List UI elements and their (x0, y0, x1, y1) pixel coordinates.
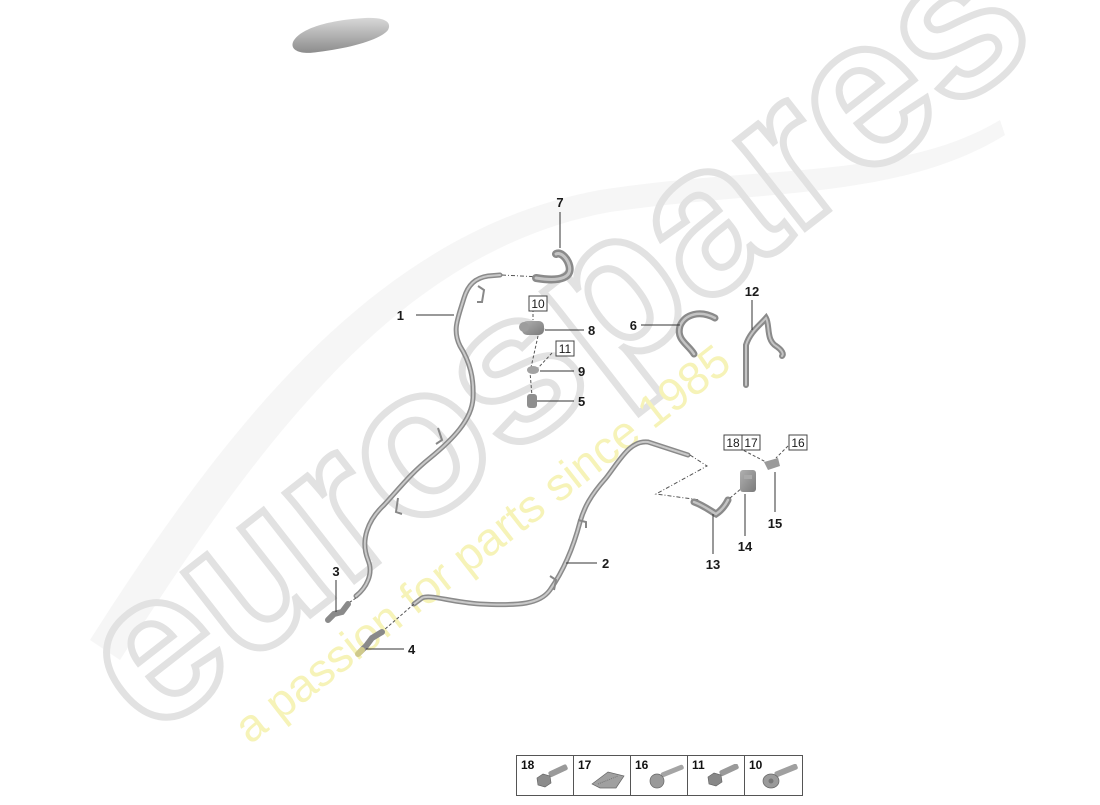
part-15-bracket[interactable] (764, 458, 780, 470)
torx-bolt-icon (762, 764, 798, 789)
legend-number: 16 (635, 758, 649, 772)
connector-line (501, 274, 541, 278)
connector-line (537, 352, 553, 369)
connector-line (383, 603, 415, 631)
callout-13[interactable]: 13 (706, 557, 720, 572)
callout-8[interactable]: 8 (588, 323, 595, 338)
legend-number: 11 (692, 758, 705, 772)
legend-cell-17[interactable]: 17 (574, 756, 631, 795)
callout-7[interactable]: 7 (556, 195, 563, 210)
watermark-brand-text: eurospares (33, 0, 1070, 775)
part-2-coolant-pipe[interactable] (411, 439, 691, 608)
legend-cell-16[interactable]: 16 (631, 756, 688, 795)
part-7-hose[interactable] (532, 249, 574, 284)
self-tapping-screw-icon (649, 764, 684, 789)
callout-4[interactable]: 4 (408, 642, 416, 657)
part-6-hose[interactable] (675, 310, 719, 358)
clip-nut-icon (591, 771, 625, 789)
boxed-references: 10 11 18 17 16 (528, 295, 808, 451)
part-4-hose[interactable] (355, 629, 385, 657)
callout-labels: 1 2 3 4 5 6 7 8 9 12 13 14 15 (332, 195, 782, 657)
leader-lines (335, 212, 776, 650)
callout-15[interactable]: 15 (768, 516, 782, 531)
part-1-coolant-pipe[interactable] (353, 272, 503, 599)
connector-line (775, 445, 789, 459)
legend-cell-11[interactable]: 11 (688, 756, 745, 795)
part-14-valve[interactable] (740, 470, 756, 492)
callout-9[interactable]: 9 (578, 364, 585, 379)
legend-number: 17 (578, 758, 592, 772)
watermark-brand: eurospares (30, 0, 1074, 779)
callout-1[interactable]: 1 (397, 308, 404, 323)
boxed-ref-10[interactable]: 10 (531, 297, 545, 311)
part-8-valve[interactable] (519, 321, 544, 335)
callout-14[interactable]: 14 (738, 539, 753, 554)
hex-flange-bolt-icon (536, 764, 568, 788)
callout-5[interactable]: 5 (578, 394, 585, 409)
boxed-ref-11[interactable]: 11 (559, 342, 572, 356)
hex-bolt-icon (707, 764, 739, 787)
connector-line (729, 487, 743, 499)
boxed-ref-16[interactable]: 16 (791, 436, 805, 450)
part-12-hose[interactable] (743, 312, 786, 388)
callout-12[interactable]: 12 (745, 284, 759, 299)
callout-3[interactable]: 3 (332, 564, 339, 579)
connector-line (654, 454, 708, 501)
part-9-clip[interactable] (527, 366, 539, 374)
callout-2[interactable]: 2 (602, 556, 609, 571)
watermark-swoosh (90, 120, 1005, 660)
legend-number: 10 (749, 758, 763, 772)
fastener-legend: 18 17 16 11 10 (516, 755, 803, 796)
part-3-hose[interactable] (325, 601, 351, 623)
boxed-ref-17[interactable]: 17 (744, 436, 758, 450)
part-13-hose[interactable] (690, 496, 732, 519)
legend-number: 18 (521, 758, 535, 772)
legend-cell-18[interactable]: 18 (517, 756, 574, 795)
callout-6[interactable]: 6 (630, 318, 637, 333)
boxed-ref-18[interactable]: 18 (726, 436, 740, 450)
vehicle-silhouette-icon (292, 17, 390, 53)
part-5-plug[interactable] (527, 394, 537, 408)
legend-cell-10[interactable]: 10 (745, 756, 802, 795)
